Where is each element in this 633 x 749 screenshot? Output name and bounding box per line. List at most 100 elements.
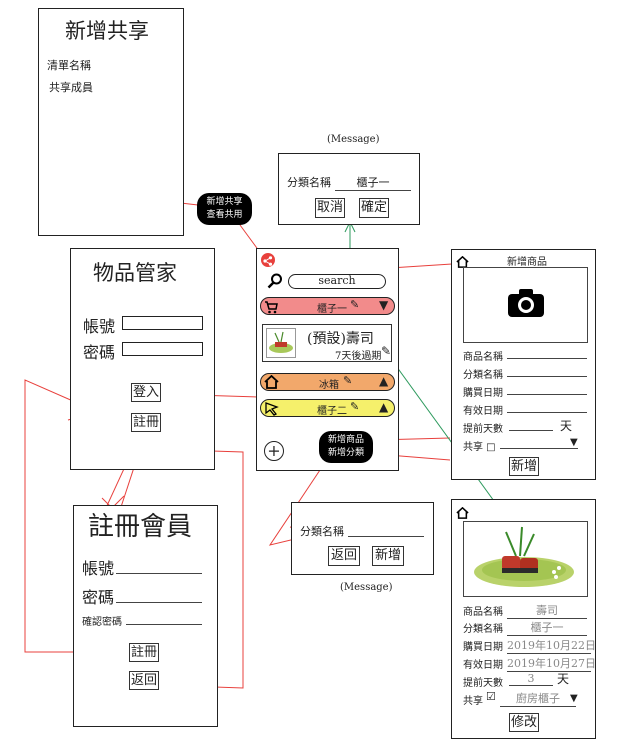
edit-name-label: 商品名稱	[463, 607, 503, 618]
add-item-title: 新增商品	[507, 257, 547, 268]
account-input[interactable]	[122, 316, 203, 330]
members-label: 共享成員	[49, 81, 93, 94]
login-screen: 物品管家 帳號 密碼 登入 註冊	[70, 248, 215, 470]
expand-triangle-up-icon[interactable]: ▲	[379, 374, 389, 388]
share-popup-menu[interactable]: 新增共享 查看共用	[197, 193, 252, 225]
edit-exp-label: 有效日期	[463, 660, 503, 671]
share-checked-checkbox-icon[interactable]: ☑	[486, 690, 496, 703]
edit-share-label: 共享	[463, 696, 483, 707]
list-name-label: 清單名稱	[47, 59, 91, 72]
edit-submit-button[interactable]: 修改	[509, 713, 539, 732]
cancel-button[interactable]: 取消	[315, 198, 345, 218]
share-checkbox[interactable]: 共享 □	[463, 442, 496, 453]
reg-password-field[interactable]	[116, 602, 202, 603]
login-title: 物品管家	[93, 261, 177, 285]
view-share-option[interactable]: 查看共用	[206, 210, 243, 220]
sushi-thumbnail-icon	[266, 328, 296, 358]
add-item-option[interactable]: 新增商品	[327, 435, 364, 445]
reg-register-button[interactable]: 註冊	[129, 643, 159, 662]
collapse-triangle-down-icon[interactable]: ▼	[379, 298, 389, 312]
account-label: 帳號	[83, 317, 116, 336]
reg-password-label: 密碼	[82, 588, 115, 607]
reg-account-label: 帳號	[82, 559, 115, 578]
days-unit: 天	[560, 419, 573, 433]
category-row-3[interactable]: 櫃子二 ✎ ▲	[260, 399, 395, 417]
password-input[interactable]	[122, 342, 203, 356]
main-screen: search 櫃子一 ✎ ▼ (預設)壽司 7天後過期 ✎ 冰箱 ✎ ▲ 櫃子二…	[256, 248, 399, 471]
dropdown-arrow-icon[interactable]: ▼	[570, 437, 578, 448]
reg-account-field[interactable]	[116, 573, 202, 574]
buy-date-label: 購買日期	[463, 388, 503, 399]
edit-buy-field[interactable]: 2019年10月22日	[507, 639, 596, 654]
edit-days-field[interactable]: 3	[509, 672, 553, 686]
confirm-button[interactable]: 確定	[359, 198, 389, 218]
message-top-label: 分類名稱	[287, 176, 331, 189]
add-share-option[interactable]: 新增共享	[206, 197, 243, 207]
category-field[interactable]	[507, 376, 587, 377]
share-icon[interactable]	[261, 253, 275, 267]
pointer-icon	[265, 401, 279, 420]
new-category-field[interactable]	[348, 536, 424, 537]
search-icon[interactable]	[267, 273, 283, 293]
edit-item-screen: 商品名稱 壽司 分類名稱 櫃子一 購買日期 2019年10月22日 有效日期 2…	[451, 499, 596, 739]
reg-confirm-field[interactable]	[126, 624, 202, 625]
edit-category-field[interactable]: 櫃子一	[507, 619, 587, 636]
photo-placeholder[interactable]	[463, 267, 588, 343]
exp-date-label: 有效日期	[463, 406, 503, 417]
edit-category-label: 分類名稱	[463, 624, 503, 635]
days-before-label: 提前天數	[463, 424, 503, 435]
msg-back-button[interactable]: 返回	[328, 546, 360, 566]
edit-name-field[interactable]: 壽司	[507, 602, 587, 619]
search-input[interactable]: search	[288, 274, 386, 289]
login-button[interactable]: 登入	[131, 383, 161, 402]
msg-add-button[interactable]: 新增	[372, 546, 404, 566]
item-card[interactable]: (預設)壽司 7天後過期 ✎	[262, 324, 392, 362]
exp-date-field[interactable]	[507, 412, 587, 413]
home-icon	[264, 374, 279, 393]
edit-buy-label: 購買日期	[463, 642, 503, 653]
category-1-label: 櫃子一	[317, 304, 347, 315]
edit-days-label: 提前天數	[463, 678, 503, 689]
category-label: 分類名稱	[463, 370, 503, 381]
share-screen: 新增共享 清單名稱 共享成員	[38, 8, 184, 236]
register-button[interactable]: 註冊	[131, 413, 161, 432]
message-top-caption: (Message)	[327, 134, 380, 145]
home-icon[interactable]	[456, 253, 469, 272]
edit-share-dropdown[interactable]: 廚房櫃子	[500, 690, 576, 707]
item-photo[interactable]	[463, 521, 588, 597]
buy-date-field[interactable]	[507, 394, 587, 395]
name-field[interactable]	[507, 358, 587, 359]
category-2-label: 冰箱	[319, 380, 339, 391]
add-plus-button[interactable]: +	[264, 441, 284, 461]
edit-pencil-icon[interactable]: ✎	[350, 400, 360, 413]
share-screen-title: 新增共享	[65, 19, 149, 43]
category-name-field[interactable]: 櫃子一	[335, 174, 411, 191]
message-bottom-dialog: 分類名稱 返回 新增	[291, 502, 434, 575]
home-icon[interactable]	[456, 504, 469, 523]
add-item-screen: 新增商品 商品名稱 分類名稱 購買日期 有效日期 提前天數 天 共享 □ ▼ 新…	[451, 249, 596, 480]
message-bottom-caption: (Message)	[340, 582, 393, 593]
edit-exp-field[interactable]: 2019年10月27日	[507, 657, 596, 672]
days-before-field[interactable]	[509, 430, 553, 431]
share-dropdown[interactable]	[500, 448, 578, 449]
edit-item-pencil-icon[interactable]: ✎	[381, 344, 392, 358]
category-row-1[interactable]: 櫃子一 ✎ ▼	[260, 297, 395, 315]
register-screen: 註冊會員 帳號 密碼 確認密碼 註冊 返回	[73, 505, 218, 727]
add-item-button[interactable]: 新增	[509, 457, 539, 476]
add-popup-menu[interactable]: 新增商品 新增分類	[319, 431, 373, 463]
message-top-dialog: 分類名稱 櫃子一 取消 確定	[278, 153, 420, 225]
item-name: (預設)壽司	[307, 331, 374, 347]
expand-triangle-up-icon[interactable]: ▲	[379, 400, 389, 414]
reg-back-button[interactable]: 返回	[129, 671, 159, 690]
cart-icon	[264, 299, 278, 318]
edit-pencil-icon[interactable]: ✎	[343, 374, 353, 387]
dropdown-arrow-icon[interactable]: ▼	[570, 693, 578, 704]
register-title: 註冊會員	[88, 512, 193, 542]
password-label: 密碼	[83, 343, 116, 362]
add-category-option[interactable]: 新增分類	[327, 448, 364, 458]
camera-icon[interactable]	[507, 288, 545, 322]
category-row-2[interactable]: 冰箱 ✎ ▲	[260, 373, 395, 391]
name-label: 商品名稱	[463, 352, 503, 363]
category-3-label: 櫃子二	[317, 406, 347, 417]
edit-pencil-icon[interactable]: ✎	[350, 298, 360, 311]
